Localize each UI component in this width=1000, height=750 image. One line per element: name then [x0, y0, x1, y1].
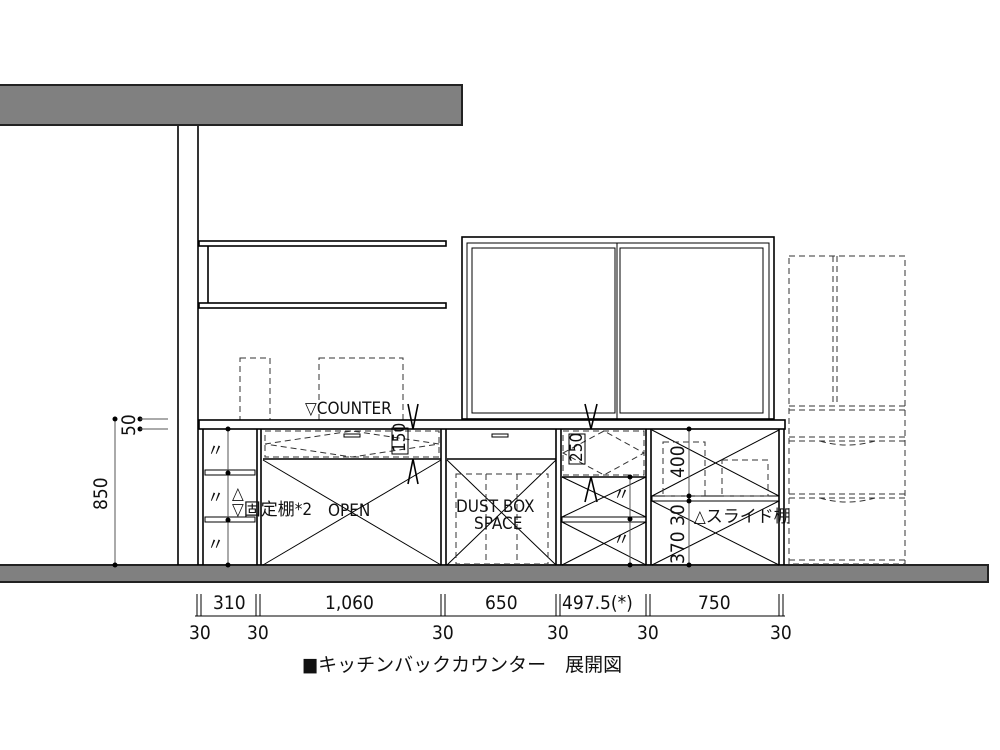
dim-counter-thickness: 50 [118, 414, 140, 436]
counter-appliances [239, 357, 404, 421]
fixed-shelf-up-symbol: △ [232, 484, 244, 504]
floor-slab [0, 564, 989, 583]
drawer-height-150: 150 [390, 423, 410, 452]
dim-gap-4: 30 [547, 622, 569, 644]
dust-box-label-line2: SPACE [474, 514, 522, 534]
dim-width-3: 650 [485, 592, 518, 614]
dim-width-2: 1,060 [325, 592, 374, 614]
dim-width-5: 750 [698, 592, 731, 614]
counter-label: ▽COUNTER [305, 399, 392, 419]
window [461, 236, 775, 420]
dim-gap-6: 30 [770, 622, 792, 644]
slide-shelf-label: △スライド棚 [694, 507, 791, 527]
drawer-height-markers [391, 403, 598, 503]
wall-shelves [198, 240, 447, 309]
dim-total-height: 850 [90, 477, 112, 510]
vertical-dimensions [112, 416, 692, 568]
fixed-shelf-label: ▽固定棚*2 [232, 500, 312, 520]
dim-upper-box: 400 [667, 445, 689, 478]
door-swing-marks [262, 429, 780, 566]
svg-text:〃: 〃 [207, 441, 224, 461]
dim-gap-1: 30 [189, 622, 211, 644]
drawer-height-250: 250 [567, 433, 587, 462]
svg-text:〃: 〃 [613, 530, 630, 550]
dim-width-1: 310 [213, 592, 246, 614]
dim-gap-3: 30 [432, 622, 454, 644]
svg-text:〃: 〃 [613, 485, 630, 505]
cabinet-bodies [202, 429, 785, 565]
dim-gap-2: 30 [247, 622, 269, 644]
svg-text:〃: 〃 [207, 488, 224, 508]
horizontal-dimensions [195, 594, 785, 617]
dim-divider: 30 [667, 504, 689, 526]
counter-top [198, 419, 786, 430]
refrigerator-outline [788, 255, 906, 565]
dust-box-label-line1: DUST BOX [456, 497, 535, 517]
drawing-title: ■キッチンバックカウンター 展開図 [302, 654, 622, 676]
svg-text:〃: 〃 [207, 535, 224, 555]
ceiling-slab [0, 84, 463, 126]
wall-column [177, 126, 199, 565]
dim-width-4: 497.5(*) [562, 592, 633, 614]
dim-gap-5: 30 [637, 622, 659, 644]
open-label: OPEN [328, 501, 370, 521]
dim-lower-box: 370 [667, 531, 689, 564]
drawer-outlines [264, 430, 769, 565]
hinge-marks: 〃 〃 〃 〃 〃 [207, 441, 630, 555]
